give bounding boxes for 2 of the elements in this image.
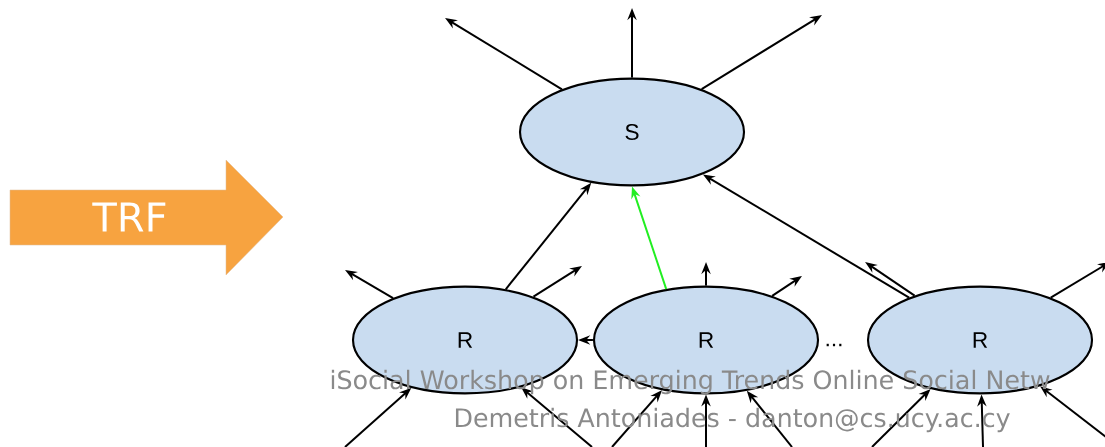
ellipsis: ...: [826, 343, 842, 347]
arrow: [1049, 262, 1105, 299]
